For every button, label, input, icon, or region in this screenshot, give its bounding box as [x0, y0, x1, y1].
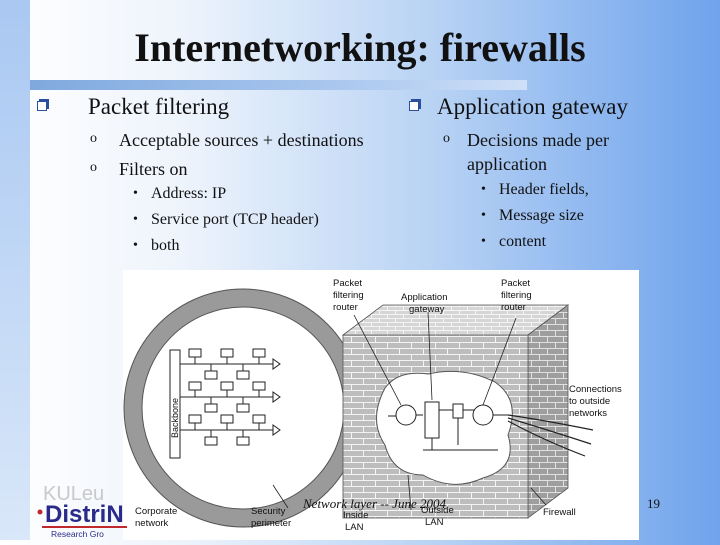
slide-title: Internetworking: firewalls	[134, 25, 586, 70]
backbone-label: Backbone	[170, 398, 180, 438]
right-subitem-3: content	[499, 233, 547, 250]
connections-label-1: Connections	[569, 384, 622, 395]
circle-bullet-icon: o	[90, 131, 97, 146]
left-heading: Packet filtering	[88, 94, 230, 119]
corporate-label-1: Corporate	[135, 506, 177, 517]
right-subitem-1: Header fields,	[499, 181, 589, 198]
dot-bullet-icon: •	[481, 182, 486, 197]
inside-label-1: Inside	[343, 510, 368, 521]
circle-bullet-icon: o	[443, 131, 450, 146]
footer-text: Network layer -- June 2004	[303, 496, 446, 511]
square-bullet-icon	[36, 99, 49, 111]
circle-bullet-icon: o	[90, 160, 97, 175]
left-subitem-2: Service port (TCP header)	[151, 211, 319, 228]
logo-top-text: KULeu	[43, 483, 104, 505]
right-subitem-2: Message size	[499, 207, 584, 224]
corporate-label-2: network	[135, 518, 169, 529]
logo-dot-icon	[37, 509, 43, 515]
pf-router-right-label-2: filtering	[501, 290, 532, 301]
title-underline	[30, 80, 527, 90]
inside-label-2: LAN	[345, 522, 364, 533]
outside-label-2: LAN	[425, 517, 444, 528]
page-number: 19	[647, 496, 660, 511]
right-heading: Application gateway	[437, 94, 628, 119]
left-item-2: Filters on	[119, 159, 188, 179]
app-gateway-label-1: Application	[401, 292, 447, 303]
pf-router-right-label-3: router	[501, 302, 526, 313]
pf-router-left-label-3: router	[333, 302, 358, 313]
left-item-1: Acceptable sources + destinations	[119, 130, 364, 150]
firewall-label: Firewall	[543, 507, 576, 518]
logo-main-text: DistriN	[45, 501, 124, 528]
right-item-1: Decisions made per	[467, 130, 609, 150]
dot-bullet-icon: •	[133, 212, 138, 227]
firewall-diagram: Backbone	[123, 270, 639, 540]
outside-connections	[507, 414, 594, 457]
logo-sub-text: Research Gro	[51, 529, 104, 539]
security-label-2: perimeter	[251, 518, 291, 529]
dot-bullet-icon: •	[133, 238, 138, 253]
left-subitem-3: both	[151, 237, 180, 254]
connections-label-2: to outside	[569, 396, 610, 407]
pf-router-left-label-1: Packet	[333, 278, 362, 289]
pf-router-right-label-1: Packet	[501, 278, 530, 289]
right-item-2: application	[467, 154, 547, 174]
security-label-1: Security	[251, 506, 286, 517]
callout-lines	[272, 311, 547, 511]
wall-opening	[376, 370, 513, 485]
app-gateway-label-2: gateway	[409, 304, 445, 315]
backbone-network	[169, 348, 281, 459]
gateway-devices	[388, 401, 508, 451]
distrinet-logo: KULeu DistriN Research Gro	[37, 478, 127, 540]
square-bullet-icon	[408, 99, 421, 111]
pf-router-left-label-2: filtering	[333, 290, 364, 301]
dot-bullet-icon: •	[133, 186, 138, 201]
outside-label-1: Outside	[421, 505, 454, 516]
left-accent-bar	[0, 0, 30, 540]
dot-bullet-icon: •	[481, 234, 486, 249]
dot-bullet-icon: •	[481, 208, 486, 223]
left-subitem-1: Address: IP	[151, 185, 227, 202]
connections-label-3: networks	[569, 408, 607, 419]
